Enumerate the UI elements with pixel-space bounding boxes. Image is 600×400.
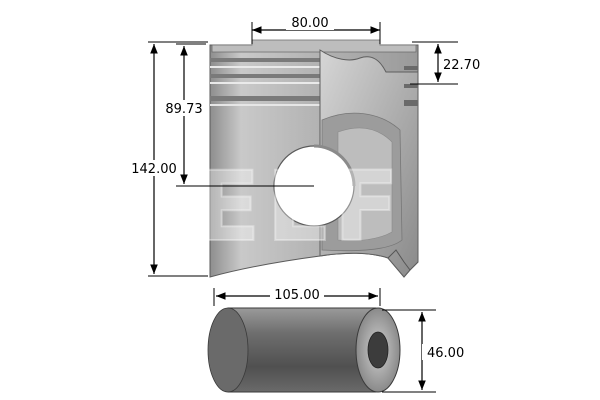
pin-left-end	[207, 307, 249, 393]
ring-groove-notches	[404, 66, 418, 106]
piston-crown	[211, 39, 417, 53]
piston-inner-wall	[337, 127, 393, 242]
dim-80-label: 80.00	[291, 16, 328, 31]
ring-grooves	[210, 58, 320, 106]
dim-22-70-label: 22.70	[443, 58, 480, 73]
pin-bore-hole	[367, 331, 389, 369]
dim-46-label: 46.00	[427, 346, 464, 361]
dim-105-label: 105.00	[274, 288, 320, 303]
skirt-edge	[387, 249, 411, 271]
dim-89-73-label: 89.73	[165, 102, 202, 117]
watermark: ELF	[195, 151, 405, 263]
dim-142-label: 142.00	[131, 162, 177, 177]
piston-icon	[209, 39, 419, 278]
piston-pin-icon	[207, 307, 401, 393]
